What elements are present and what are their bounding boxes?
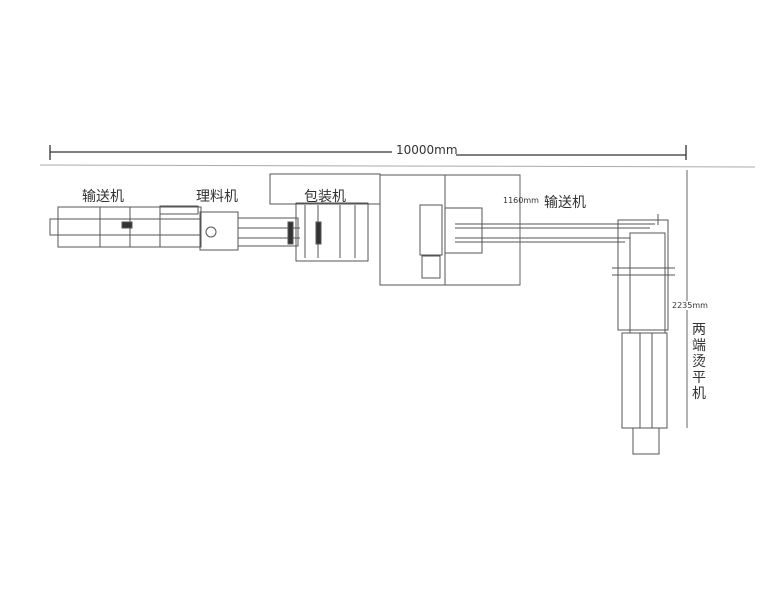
conveyor-1-label: 输送机 xyxy=(82,189,124,205)
conveyor-gap-label: 1160mm xyxy=(503,196,539,205)
baseline xyxy=(39,164,756,168)
ironer-dimension-line xyxy=(519,170,688,428)
ironer-label: 两端烫平机 xyxy=(692,322,706,402)
ironer-length-label: 2235mm xyxy=(672,301,708,310)
sorter-machine xyxy=(159,205,300,251)
conveyor-2-label: 输送机 xyxy=(544,195,586,211)
packer-machine xyxy=(269,173,446,286)
conveyor-1-machine xyxy=(49,206,202,248)
packer-label: 包装机 xyxy=(304,189,346,205)
ironer-machine xyxy=(612,219,675,455)
sorter-label: 理料机 xyxy=(196,189,238,205)
total-dimension-line xyxy=(49,145,687,160)
total-length-label: 10000mm xyxy=(396,143,458,157)
